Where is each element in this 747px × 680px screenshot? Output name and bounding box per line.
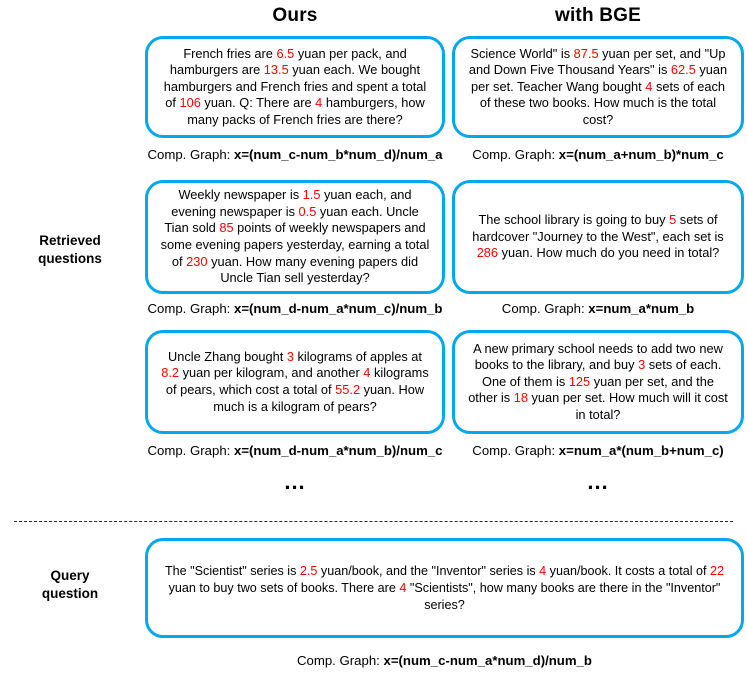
comp-graph-label: Comp. Graph: [297, 653, 384, 668]
retrieved-question-box-bge-3: A new primary school needs to add two ne… [452, 330, 744, 434]
highlighted-number: 55.2 [335, 382, 361, 397]
question-text: French fries are 6.5 yuan per pack, and … [163, 45, 427, 127]
comp-graph-label: Comp. Graph: [147, 443, 234, 458]
comp-graph-expression: x=(num_c-num_b*num_d)/num_a [234, 147, 443, 162]
question-text: Weekly newspaper is 1.5 yuan each, and e… [160, 187, 430, 286]
retrieved-label-line-1: Retrieved [39, 233, 101, 248]
highlighted-number: 1.5 [302, 187, 321, 203]
ellipsis-bge: ... [587, 469, 609, 494]
query-label-line-2: question [41, 586, 99, 601]
column-header-ours: Ours [272, 5, 318, 26]
comp-graph-expression: x=(num_d-num_a*num_b)/num_c [234, 443, 443, 458]
retrieved-question-box-ours-1: French fries are 6.5 yuan per pack, and … [145, 36, 445, 138]
question-text: A new primary school needs to add two ne… [468, 340, 728, 422]
highlighted-number: 4 [399, 580, 407, 595]
comp-graph-caption-ours-2: Comp. Graph: x=(num_d-num_a*num_c)/num_b [145, 300, 445, 317]
comp-graph-expression: x=(num_a+num_b)*num_c [558, 147, 724, 162]
column-header-with-bge: with BGE [554, 5, 642, 26]
highlighted-number: 87.5 [573, 45, 599, 61]
retrieved-label-line-2: questions [38, 251, 102, 266]
ellipsis-ours: ... [284, 469, 306, 494]
highlighted-number: 2.5 [299, 563, 318, 578]
highlighted-number: 85 [219, 220, 234, 236]
comp-graph-label: Comp. Graph: [472, 147, 559, 162]
comp-graph-label: Comp. Graph: [501, 301, 589, 316]
highlighted-number: 8.2 [161, 365, 180, 381]
question-text: The school library is going to buy 5 set… [472, 212, 724, 261]
comp-graph-caption-ours-3: Comp. Graph: x=(num_d-num_a*num_b)/num_c [145, 442, 445, 459]
highlighted-number: 4 [539, 563, 547, 578]
highlighted-number: 3 [638, 357, 646, 373]
comp-graph-caption-bge-1: Comp. Graph: x=(num_a+num_b)*num_c [452, 146, 744, 163]
comp-graph-caption-bge-2: Comp. Graph: x=num_a*num_b [452, 300, 744, 317]
highlighted-number: 0.5 [298, 203, 317, 219]
highlighted-number: 22 [710, 563, 725, 578]
comp-graph-caption-ours-1: Comp. Graph: x=(num_c-num_b*num_d)/num_a [145, 146, 445, 163]
highlighted-number: 6.5 [276, 45, 295, 61]
comp-graph-label: Comp. Graph: [147, 147, 234, 162]
question-text: Uncle Zhang bought 3 kilograms of apples… [161, 348, 429, 414]
question-text: The "Scientist" series is 2.5 yuan/book,… [164, 563, 725, 612]
comp-graph-label: Comp. Graph: [472, 443, 559, 458]
comp-graph-expression: x=num_a*num_b [588, 301, 695, 316]
retrieved-question-box-bge-1: Science World" is 87.5 yuan per set, and… [452, 36, 744, 138]
highlighted-number: 106 [179, 95, 201, 111]
query-label-line-1: Query [50, 568, 90, 583]
highlighted-number: 4 [315, 95, 323, 111]
highlighted-number: 125 [568, 373, 591, 389]
comp-graph-label: Comp. Graph: [147, 301, 234, 316]
highlighted-number: 3 [286, 348, 294, 364]
retrieved-question-box-ours-3: Uncle Zhang bought 3 kilograms of apples… [145, 330, 445, 434]
retrieved-question-box-ours-2: Weekly newspaper is 1.5 yuan each, and e… [145, 180, 445, 294]
highlighted-number: 13.5 [263, 62, 289, 78]
section-label-query-question: Query question [4, 567, 136, 603]
highlighted-number: 62.5 [670, 62, 696, 78]
highlighted-number: 4 [363, 365, 371, 381]
highlighted-number: 18 [513, 390, 528, 406]
retrieved-question-box-bge-2: The school library is going to buy 5 set… [452, 180, 744, 294]
highlighted-number: 230 [186, 253, 208, 269]
highlighted-number: 5 [669, 212, 677, 228]
comp-graph-expression: x=(num_d-num_a*num_c)/num_b [234, 301, 443, 316]
question-text: Science World" is 87.5 yuan per set, and… [468, 45, 728, 127]
comp-graph-expression: x=(num_c-num_a*num_d)/num_b [383, 653, 592, 668]
section-label-retrieved-questions: Retrieved questions [4, 232, 136, 268]
query-question-box: The "Scientist" series is 2.5 yuan/book,… [145, 538, 744, 638]
comp-graph-caption-query: Comp. Graph: x=(num_c-num_a*num_d)/num_b [145, 652, 744, 669]
section-divider [14, 521, 733, 522]
comp-graph-expression: x=num_a*(num_b+num_c) [558, 443, 724, 458]
highlighted-number: 4 [645, 78, 653, 94]
highlighted-number: 286 [476, 245, 499, 261]
comp-graph-caption-bge-3: Comp. Graph: x=num_a*(num_b+num_c) [452, 442, 744, 459]
